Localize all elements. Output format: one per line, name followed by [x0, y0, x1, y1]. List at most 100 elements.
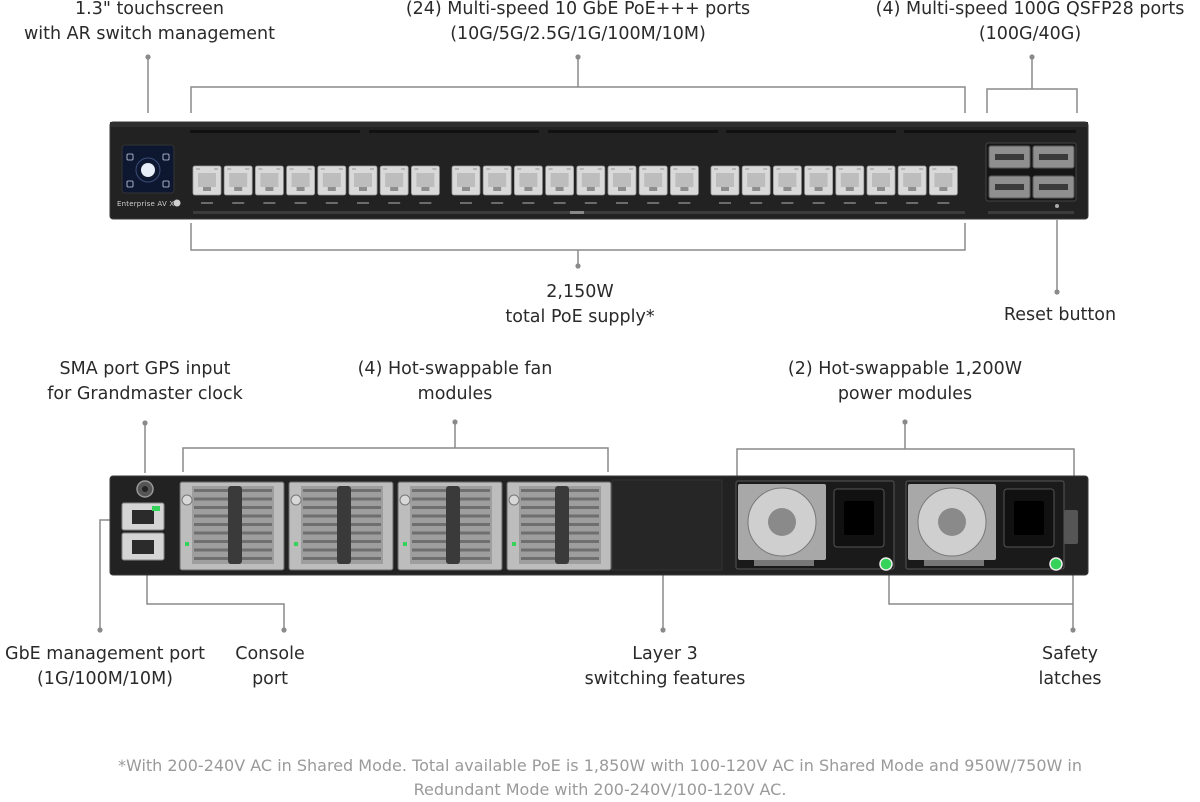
rj45-port-number-mark [875, 202, 887, 204]
rj45-port-led [196, 168, 200, 170]
rear-panel [109, 475, 1089, 576]
rj45-port-latch [680, 187, 689, 191]
rj45-port-number-mark [906, 202, 919, 204]
leader-dot [1029, 54, 1035, 60]
rj45-port-led [763, 168, 768, 170]
rj45-port-latch [462, 187, 470, 191]
rj45-port-jack [675, 173, 694, 187]
rj45-port-led [289, 168, 294, 170]
fan-thumbscrew [290, 494, 302, 506]
touchscreen-menu-icon [162, 180, 170, 188]
fan-thumbscrew [181, 494, 193, 506]
rj45-port-led [245, 168, 250, 170]
rj45-port-jack [716, 173, 734, 187]
rj45-port-jack [934, 173, 953, 187]
rj45-port-led [432, 168, 437, 170]
rj45-port-led [950, 168, 955, 170]
leader-dot [142, 420, 148, 426]
rj45-port-led [825, 168, 830, 170]
rj45-port-latch [327, 187, 336, 191]
psu-handle [754, 560, 814, 566]
rj45-port-led [919, 168, 924, 170]
bracket-fan-modules [182, 422, 609, 472]
rj45-port-jack [354, 173, 372, 187]
rj45-port-latch [524, 187, 533, 191]
fan-handle [228, 486, 242, 564]
rj45-port-number-mark [843, 202, 856, 204]
leader-dot [1070, 627, 1076, 633]
touchscreen-ring [135, 157, 161, 183]
rj45-port-led [214, 168, 218, 170]
leader-dot [902, 419, 908, 425]
leader-dot [575, 263, 581, 269]
rj45-port-number-mark [647, 202, 660, 204]
rj45-port-latch [265, 187, 274, 191]
front-vent-strip [190, 130, 360, 133]
rj45-port-led [504, 168, 509, 170]
rj45-port-number-mark [388, 202, 401, 204]
fan-handle [555, 486, 569, 564]
front-panel [109, 121, 1089, 220]
rj45-port-led [535, 168, 540, 170]
rj45-port-latch [752, 187, 761, 191]
rj45-port-led [629, 168, 633, 170]
leader-console-port [146, 575, 285, 630]
rj45-port-jack [519, 173, 538, 187]
rj45-port-led [888, 168, 892, 170]
rj45-port-latch [555, 187, 564, 191]
rj45-port-jack [291, 173, 310, 187]
rj45-port-number-mark [553, 202, 566, 204]
rj45-port-led [401, 168, 406, 170]
mgmt-port-led [152, 506, 160, 511]
rj45-port-latch [721, 187, 729, 191]
rj45-port-latch [493, 187, 502, 191]
rj45-port-latch [296, 187, 305, 191]
psu-handle [924, 560, 984, 566]
front-led-marker [570, 211, 584, 214]
rj45-port-number-mark [719, 202, 731, 204]
bracket-safety-latches [888, 575, 1074, 630]
fan-handle [337, 486, 351, 564]
touchscreen-center-icon [141, 163, 155, 177]
rj45-port-jack [416, 173, 435, 187]
qsfp-port-slot [995, 184, 1024, 190]
bracket-poe-ports [190, 57, 966, 113]
rj45-port-jack [260, 173, 279, 187]
qsfp-port-slot [1039, 154, 1068, 160]
rj45-port-latch [618, 187, 626, 191]
psu-safety-latch [879, 557, 893, 571]
fan-status-led [185, 542, 189, 546]
rj45-port-number-mark [750, 202, 763, 204]
rj45-port-led [691, 168, 696, 170]
rj45-port-latch [877, 187, 885, 191]
rj45-port-jack [581, 173, 600, 187]
leader-dot [281, 627, 287, 633]
mgmt-port-jack [132, 510, 154, 524]
rj45-port-jack [840, 173, 859, 187]
psu-ac-socket [1014, 501, 1044, 535]
label-poe-ports: (24) Multi-speed 10 GbE PoE+++ ports(10G… [405, 0, 751, 44]
rj45-port-led [414, 168, 419, 170]
rj45-port-latch [814, 187, 823, 191]
rj45-port-jack [385, 173, 404, 187]
rj45-port-number-mark [325, 202, 338, 204]
leader-dot [145, 54, 151, 60]
rj45-port-led [714, 168, 718, 170]
label-reset-button: Reset button [1003, 305, 1117, 325]
leader-dots [97, 54, 1076, 633]
rj45-port-led [383, 168, 388, 170]
console-port-jack [132, 540, 154, 554]
qsfp-led-strip [988, 211, 1074, 214]
rj45-port-led [660, 168, 665, 170]
psu-fan-hub [938, 508, 966, 536]
leader-dot [452, 419, 458, 425]
sma-port-center [142, 486, 148, 492]
rj45-port-latch [234, 187, 243, 191]
rj45-port-led [776, 168, 781, 170]
rj45-port-jack [488, 173, 507, 187]
